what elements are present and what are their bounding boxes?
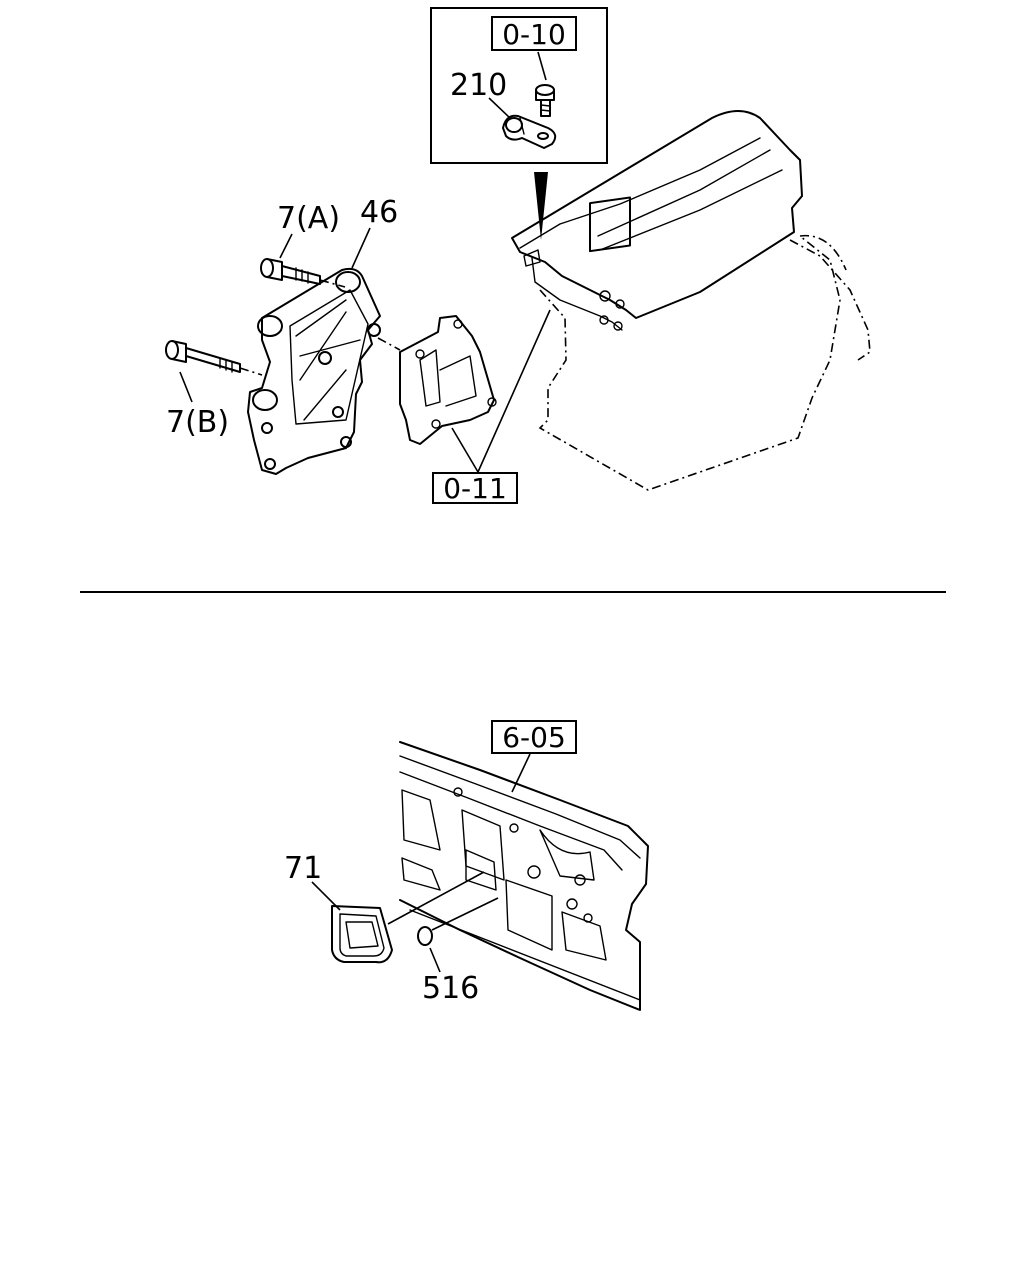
inset-detail: 0-10 210: [430, 7, 608, 164]
inset-pointer: [534, 172, 548, 240]
ref-0-11[interactable]: 0-11: [443, 472, 507, 505]
ref-box-6-05: [491, 720, 577, 754]
bolt-7a-icon: [260, 258, 346, 288]
leader-516: [429, 947, 441, 973]
engine-block: [511, 110, 871, 491]
lower-assembly: 6-05 71: [284, 720, 649, 1011]
label-7b[interactable]: 7(B): [166, 405, 229, 440]
spacer-plate: [377, 315, 497, 445]
grommet-71-icon: [331, 905, 393, 964]
ref-6-05[interactable]: 6-05: [502, 721, 566, 754]
label-7a[interactable]: 7(A): [277, 201, 340, 236]
leader-46: [351, 227, 371, 269]
ref-box-0-11: [432, 472, 518, 504]
ref-box-0-10: [491, 16, 577, 51]
plug-516-icon: [417, 926, 433, 946]
bracket-46: [247, 267, 381, 475]
engine-end-plate: [589, 196, 631, 253]
leader-71-target: [387, 871, 485, 925]
label-516[interactable]: 516: [422, 971, 479, 1006]
dash-panel: [399, 741, 649, 1011]
leader-7a: [279, 233, 293, 259]
upper-assembly: 0-10 210: [165, 7, 871, 505]
pipe-clip-icon: [502, 114, 557, 149]
small-bolt-icon: [535, 84, 555, 117]
label-71[interactable]: 71: [284, 851, 322, 886]
leader-210: [488, 97, 511, 119]
leader-0-10: [537, 51, 547, 81]
leader-6-05: [511, 753, 531, 793]
label-210[interactable]: 210: [450, 68, 507, 103]
leader-516-target: [431, 897, 499, 931]
leader-7b: [179, 371, 193, 403]
ref-0-10[interactable]: 0-10: [502, 18, 566, 51]
leader-0-11: [451, 309, 551, 473]
bolt-7b-icon: [165, 340, 263, 376]
label-46[interactable]: 46: [360, 195, 398, 230]
